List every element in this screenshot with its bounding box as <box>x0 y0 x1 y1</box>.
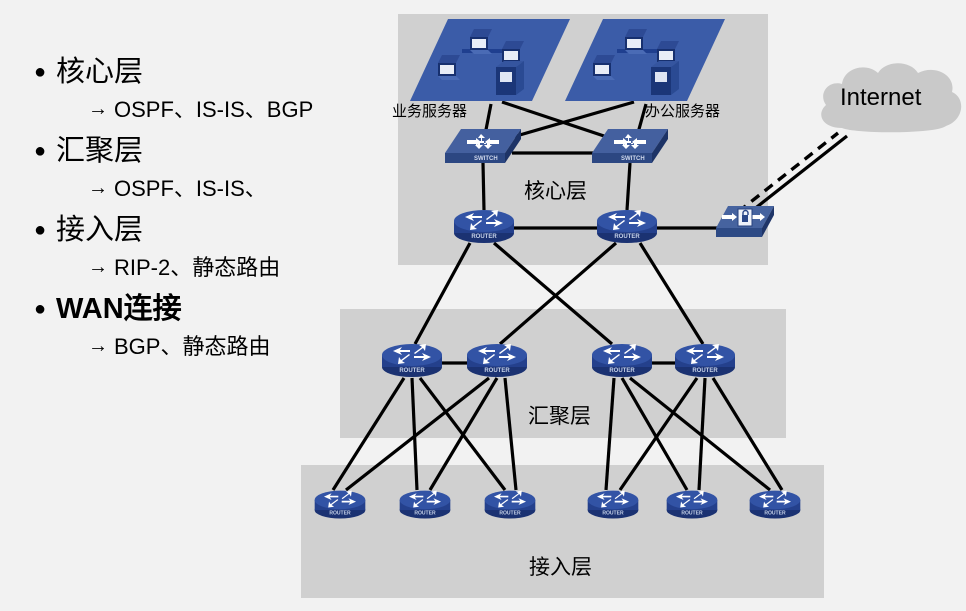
bullet-sub-core: → OSPF、IS-IS、BGP <box>88 94 384 125</box>
bullet-label-aggregation: 汇聚层 <box>56 135 144 167</box>
bullet-item-core: ● 核心层 <box>34 52 384 92</box>
aggr-router-4[interactable]: ROUTER <box>673 341 737 381</box>
zone-label-access: 接入层 <box>529 556 592 579</box>
switch-label: SWITCH <box>621 156 645 162</box>
access-router-3[interactable]: ROUTER <box>483 488 537 522</box>
aggr-router-2[interactable]: ROUTER <box>465 341 529 381</box>
bullet-sub-text-aggregation: OSPF、IS-IS、 <box>114 176 267 201</box>
zone-label-core: 核心层 <box>524 180 587 203</box>
bullet-sub-aggregation: → OSPF、IS-IS、 <box>88 173 384 204</box>
router-label: ROUTER <box>692 368 718 374</box>
office-server-lan[interactable] <box>565 15 725 105</box>
switch-label: SWITCH <box>474 156 498 162</box>
bullet-sub-text-wan: BGP、静态路由 <box>114 334 271 359</box>
aggr-router-3[interactable]: ROUTER <box>590 341 654 381</box>
bullet-label-wan: WAN连接 <box>56 293 182 325</box>
arrow-right-icon: → <box>88 335 108 357</box>
bullet-marker-icon: ● <box>34 219 47 241</box>
bullet-sub-text-core: OSPF、IS-IS、BGP <box>114 97 314 122</box>
caption-office-server: 办公服务器 <box>645 103 721 120</box>
arrow-right-icon: → <box>88 256 108 278</box>
bullet-marker-icon: ● <box>34 140 47 162</box>
arrow-right-icon: → <box>88 98 108 120</box>
access-router-4[interactable]: ROUTER <box>586 488 640 522</box>
bullet-item-wan: ● WAN连接 <box>34 289 384 329</box>
core-switch-right[interactable]: SWITCH <box>590 127 670 169</box>
router-label: ROUTER <box>764 510 786 516</box>
bullet-label-access: 接入层 <box>56 214 144 246</box>
internet-label: Internet <box>840 84 922 111</box>
router-label: ROUTER <box>484 368 510 374</box>
access-router-5[interactable]: ROUTER <box>665 488 719 522</box>
bullet-sub-wan: → BGP、静态路由 <box>88 331 384 362</box>
aggr-router-1[interactable]: ROUTER <box>380 341 444 381</box>
edge-firewall[interactable] <box>714 204 776 244</box>
router-label: ROUTER <box>471 234 497 240</box>
bullet-marker-icon: ● <box>34 61 47 83</box>
bullet-item-access: ● 接入层 <box>34 210 384 250</box>
access-router-6[interactable]: ROUTER <box>748 488 802 522</box>
router-label: ROUTER <box>399 368 425 374</box>
router-label: ROUTER <box>602 510 624 516</box>
router-label: ROUTER <box>329 510 351 516</box>
business-server-lan[interactable] <box>410 15 570 105</box>
router-label: ROUTER <box>681 510 703 516</box>
access-router-1[interactable]: ROUTER <box>313 488 367 522</box>
router-label: ROUTER <box>499 510 521 516</box>
core-router-left[interactable]: ROUTER <box>452 207 516 247</box>
caption-business-server: 业务服务器 <box>392 103 468 120</box>
core-switch-left[interactable]: SWITCH <box>443 127 523 169</box>
bullet-sub-access: → RIP-2、静态路由 <box>88 252 384 283</box>
router-label: ROUTER <box>614 234 640 240</box>
router-label: ROUTER <box>414 510 436 516</box>
bullet-sub-text-access: RIP-2、静态路由 <box>114 255 281 280</box>
internet-cloud[interactable] <box>812 56 966 140</box>
bullet-item-aggregation: ● 汇聚层 <box>34 131 384 171</box>
bullet-label-core: 核心层 <box>56 56 144 88</box>
router-label: ROUTER <box>609 368 635 374</box>
access-router-2[interactable]: ROUTER <box>398 488 452 522</box>
bullet-marker-icon: ● <box>34 298 47 320</box>
arrow-right-icon: → <box>88 177 108 199</box>
bullet-list: ● 核心层 → OSPF、IS-IS、BGP ● 汇聚层 → OSPF、IS-I… <box>34 52 384 368</box>
core-router-right[interactable]: ROUTER <box>595 207 659 247</box>
zone-label-aggregation: 汇聚层 <box>528 405 591 428</box>
